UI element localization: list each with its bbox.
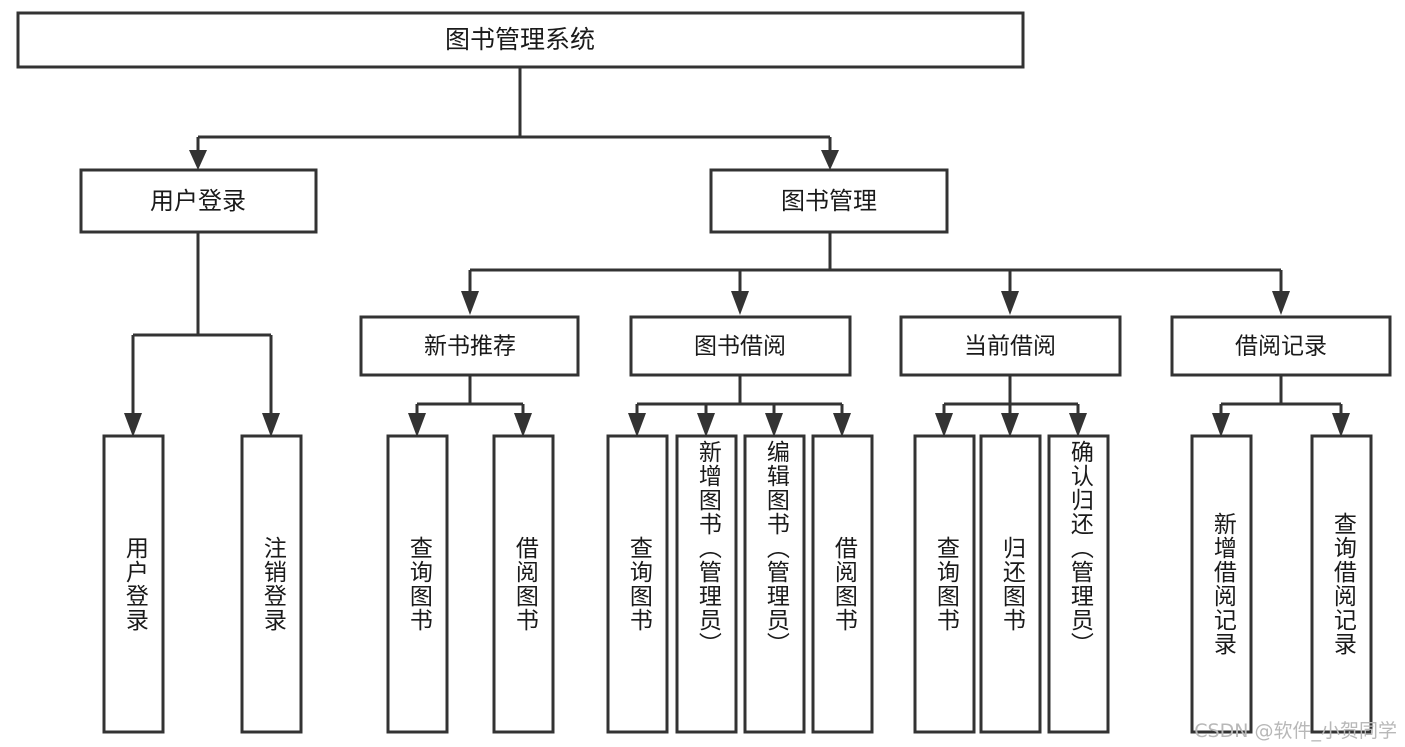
leaf-book-borrow-borrow-box[interactable] — [811, 434, 874, 734]
leaf-book-borrow-add-label: 新增图书（管理员） — [694, 440, 721, 656]
leaf-borrow-record-add[interactable]: 新增借阅记录 — [1190, 434, 1253, 734]
leaf-current-borrow-confirm-box[interactable] — [1047, 434, 1110, 734]
node-new-book-recommend-label: 新书推荐 — [424, 334, 516, 360]
leaf-user-login-login-label: 用户登录 — [121, 536, 148, 632]
node-book-management-box[interactable] — [709, 168, 949, 234]
leaf-book-borrow-query[interactable]: 查询图书 — [606, 434, 669, 734]
node-book-management-label: 图书管理 — [781, 187, 877, 215]
leaf-new-book-borrow-box[interactable] — [492, 434, 555, 734]
leaf-user-login-logout[interactable]: 注销登录 — [240, 434, 303, 734]
arrowhead-leaf-current-borrow-3 — [1069, 413, 1087, 437]
arrowhead-leaf-book-borrow-4 — [833, 413, 851, 437]
leaf-current-borrow-return-box[interactable] — [979, 434, 1042, 734]
arrowhead-leaf-book-borrow-3 — [765, 413, 783, 437]
leaf-new-book-query[interactable]: 查询图书 — [386, 434, 449, 734]
leaf-new-book-query-label: 查询图书 — [405, 536, 432, 632]
arrowhead-leaf-user-login-1 — [124, 413, 142, 437]
leaf-current-borrow-query-box[interactable] — [913, 434, 976, 734]
node-current-borrow[interactable]: 当前借阅 — [899, 315, 1122, 377]
node-user-login-box[interactable] — [79, 168, 318, 234]
leaf-new-book-borrow[interactable]: 借阅图书 — [492, 434, 555, 734]
arrowhead-leaf-user-login-2 — [262, 413, 280, 437]
arrowhead-leaf-current-borrow-1 — [935, 413, 953, 437]
node-root-label: 图书管理系统 — [445, 25, 595, 54]
connectors — [124, 67, 1350, 437]
arrowhead-leaf-book-borrow-1 — [628, 413, 646, 437]
leaf-borrow-record-add-box[interactable] — [1190, 434, 1253, 734]
arrowhead-leaf-borrow-record-2 — [1332, 413, 1350, 437]
arrowhead-book-mgmt — [821, 150, 839, 170]
node-book-borrow[interactable]: 图书借阅 — [629, 315, 852, 377]
arrowhead-leaf-current-borrow-2 — [1001, 413, 1019, 437]
arrowhead-leaf-borrow-record-1 — [1212, 413, 1230, 437]
leaf-book-borrow-query-box[interactable] — [606, 434, 669, 734]
node-user-login-label: 用户登录 — [150, 187, 246, 215]
leaf-borrow-record-query-label: 查询借阅记录 — [1329, 512, 1356, 656]
node-borrow-record[interactable]: 借阅记录 — [1170, 315, 1392, 377]
node-user-login[interactable]: 用户登录 — [79, 168, 318, 234]
leaf-user-login-login-box[interactable] — [102, 434, 165, 734]
arrowhead-book-borrow — [731, 291, 749, 315]
leaf-current-borrow-confirm[interactable]: 确认归还（管理员） — [1047, 434, 1110, 734]
node-borrow-record-box[interactable] — [1170, 315, 1392, 377]
leaf-current-borrow-query-label: 查询图书 — [932, 536, 959, 632]
leaf-book-borrow-edit[interactable]: 编辑图书（管理员） — [743, 434, 806, 734]
leaf-borrow-record-query[interactable]: 查询借阅记录 — [1310, 434, 1373, 734]
leaf-current-borrow-confirm-label: 确认归还（管理员） — [1066, 440, 1093, 656]
node-book-borrow-label: 图书借阅 — [694, 334, 786, 360]
leaf-current-borrow-query[interactable]: 查询图书 — [913, 434, 976, 734]
leaf-current-borrow-return[interactable]: 归还图书 — [979, 434, 1042, 734]
leaf-current-borrow-return-label: 归还图书 — [998, 536, 1025, 632]
arrowhead-leaf-new-book-1 — [408, 413, 426, 437]
node-root-box[interactable] — [16, 11, 1025, 69]
leaf-borrow-record-add-label: 新增借阅记录 — [1209, 512, 1236, 656]
arrowhead-current-borrow — [1001, 291, 1019, 315]
leaf-user-login-logout-label: 注销登录 — [259, 536, 286, 632]
arrowhead-leaf-book-borrow-2 — [697, 413, 715, 437]
leaf-book-borrow-edit-label: 编辑图书（管理员） — [762, 440, 789, 656]
node-new-book-recommend-box[interactable] — [359, 315, 580, 377]
leaf-book-borrow-query-label: 查询图书 — [625, 536, 652, 632]
leaf-user-login-logout-box[interactable] — [240, 434, 303, 734]
leaf-book-borrow-borrow-label: 借阅图书 — [830, 536, 857, 632]
leaf-book-borrow-borrow[interactable]: 借阅图书 — [811, 434, 874, 734]
leaf-book-borrow-add-box[interactable] — [675, 434, 738, 734]
node-book-management[interactable]: 图书管理 — [709, 168, 949, 234]
leaf-user-login-login[interactable]: 用户登录 — [102, 434, 165, 734]
arrowhead-new-book — [461, 291, 479, 315]
leaf-new-book-borrow-label: 借阅图书 — [511, 536, 538, 632]
leaf-borrow-record-query-box[interactable] — [1310, 434, 1373, 734]
node-current-borrow-box[interactable] — [899, 315, 1122, 377]
leaf-book-borrow-add[interactable]: 新增图书（管理员） — [675, 434, 738, 734]
node-root[interactable]: 图书管理系统 — [16, 11, 1025, 69]
arrowhead-borrow-record — [1272, 291, 1290, 315]
node-current-borrow-label: 当前借阅 — [964, 334, 1056, 360]
leaf-new-book-query-box[interactable] — [386, 434, 449, 734]
node-book-borrow-box[interactable] — [629, 315, 852, 377]
arrowhead-user-login — [189, 150, 207, 170]
leaf-book-borrow-edit-box[interactable] — [743, 434, 806, 734]
node-borrow-record-label: 借阅记录 — [1235, 334, 1327, 360]
node-new-book-recommend[interactable]: 新书推荐 — [359, 315, 580, 377]
arrowhead-leaf-new-book-2 — [514, 413, 532, 437]
